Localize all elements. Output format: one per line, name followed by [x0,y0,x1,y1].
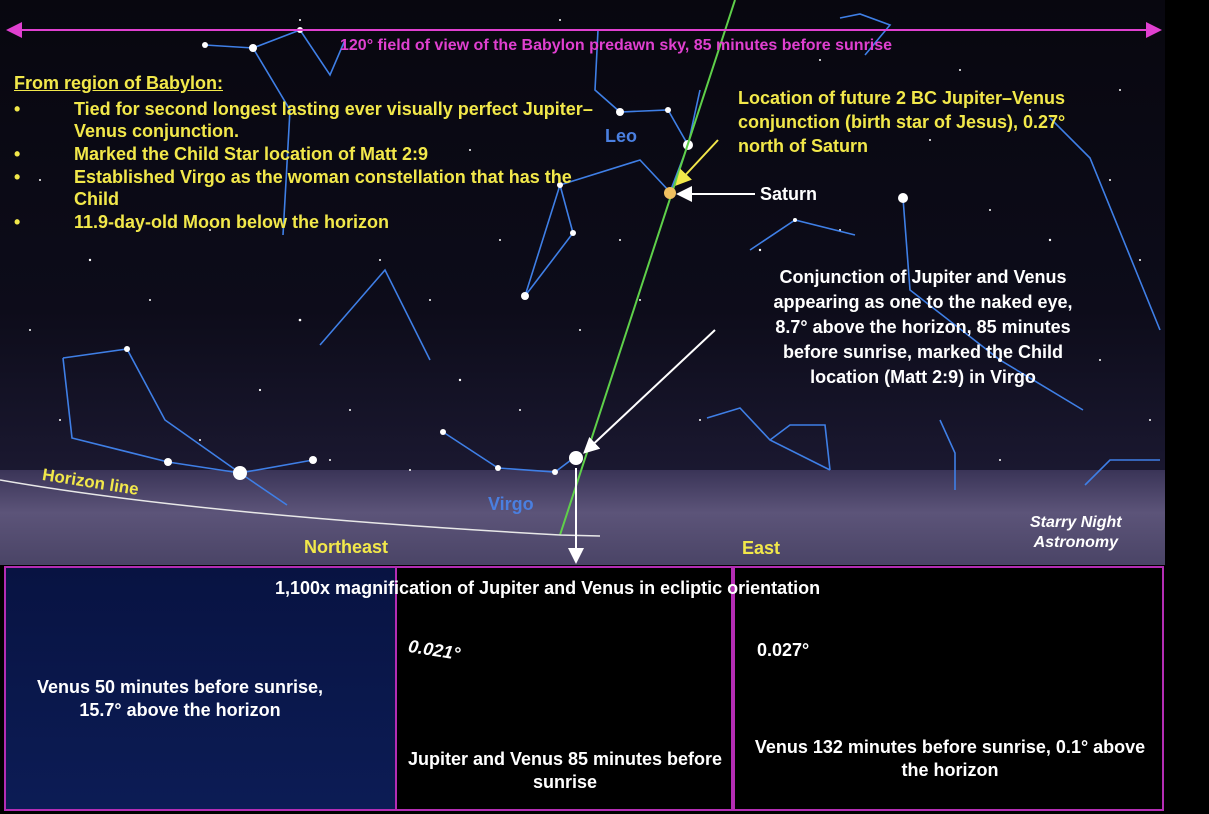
conjunction-note: Conjunction of Jupiter and Venus appeari… [718,265,1128,390]
region-title: From region of Babylon: [14,73,223,93]
note-line: Location of future 2 BC Jupiter–Venus [738,88,1066,108]
bullet-list: Tied for second longest lasting ever vis… [14,98,614,234]
bullet-item: Tied for second longest lasting ever vis… [14,98,614,142]
note-line: conjunction (birth star of Jesus), 0.27° [738,112,1066,132]
leo-label: Leo [605,126,638,146]
note-line: location (Matt 2:9) in Virgo [810,367,1036,387]
note-line: north of Saturn [738,136,868,156]
panel-center [397,566,733,811]
center-panel-caption: Jupiter and Venus 85 minutes before sunr… [407,749,723,792]
separation-right-label: 0.027° [757,640,810,660]
sky-view [0,0,1165,565]
note-line: appearing as one to the naked eye, [773,292,1073,312]
credit-line: Starry Night [1030,514,1122,531]
credit-line: Astronomy [1033,534,1119,551]
panel-left [4,566,397,811]
jupiter-venus-point [569,451,583,465]
saturn-label: Saturn [760,184,818,204]
note-line: 8.7° above the horizon, 85 minutes [775,317,1071,337]
horizon-line [0,479,601,537]
bullet-item: 11.9-day-old Moon below the horizon [14,211,614,233]
future-conjunction-note: Location of future 2 BC Jupiter–Venus co… [738,86,1065,158]
east-label: East [742,538,781,558]
virgo-label: Virgo [488,494,534,514]
saturn-planet [664,187,676,199]
conjunction-arrow [583,329,716,454]
panel-right [733,566,1164,811]
bullet-item: Established Virgo as the woman constella… [14,166,614,210]
northeast-label: Northeast [304,537,389,557]
note-line: Conjunction of Jupiter and Venus [779,267,1067,287]
credit-label: Starry Night Astronomy [1030,513,1122,553]
right-panel-caption: Venus 132 minutes before sunrise, 0.1° a… [754,737,1146,780]
field-of-view-title: 120° field of view of the Babylon predaw… [340,37,893,54]
ecliptic-line [559,0,736,536]
magnification-title: 1,100x magnification of Jupiter and Venu… [275,578,821,598]
bullet-item: Marked the Child Star location of Matt 2… [14,143,614,165]
note-line: before sunrise, marked the Child [782,342,1064,362]
future-conjunction-arrow [675,139,719,186]
left-panel-caption: Venus 50 minutes before sunrise, 15.7° a… [36,677,324,720]
